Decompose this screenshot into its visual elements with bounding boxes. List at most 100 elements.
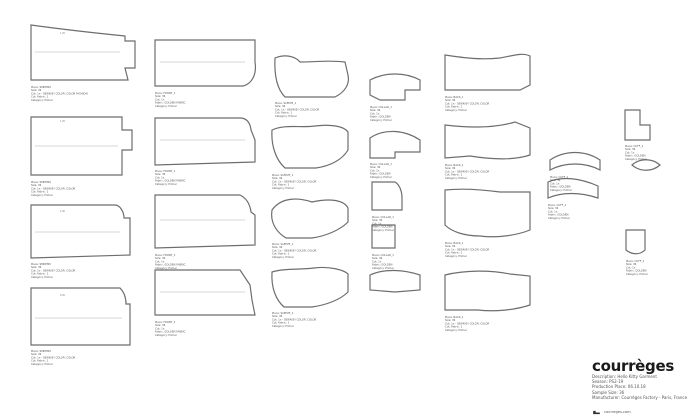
piece-detail: Size: 36	[155, 323, 166, 327]
pattern-piece: 1.00	[30, 204, 131, 259]
piece-detail: Category: Primer	[272, 255, 295, 259]
piece-detail: Cut: 1x	[370, 111, 380, 115]
piece-detail: Size: 36	[626, 262, 637, 266]
piece-detail: Fabric: GOLDEN	[370, 172, 391, 176]
piece-title: Piece: SLEEVE_1	[272, 311, 294, 315]
piece-title: Piece: CUFF_1	[548, 203, 567, 207]
piece-detail: Size: 36	[155, 256, 166, 260]
pattern-piece: 1.25	[30, 24, 136, 81]
pattern-piece	[444, 188, 531, 238]
piece-detail: Cut: 1x - SEWN BY COLOR: COLOR	[272, 179, 317, 183]
pattern-piece	[444, 270, 531, 312]
piece-detail: Cut: 1x - SEWN BY COLOR: COLOR	[272, 317, 317, 321]
piece-title: Piece: CUFF_1	[625, 144, 644, 148]
piece-title: Piece: BACK_1	[445, 163, 464, 167]
piece-detail: Cut: 1x	[155, 175, 165, 179]
piece-detail: Cut: 1x	[550, 181, 560, 185]
piece-title: Piece: COLLAR_1	[372, 253, 394, 257]
piece-detail: Category: Primer	[31, 362, 54, 366]
piece-detail: Category: Primer	[155, 182, 178, 186]
piece-title: Piece: BACK_1	[445, 241, 464, 245]
piece-title: Piece: FRONT_1	[155, 91, 176, 95]
piece-detail: Category: Primer	[372, 228, 395, 232]
piece-detail: Cut: 1x	[370, 168, 380, 172]
piece-detail: Category: Primer	[272, 186, 295, 190]
piece-title: Piece: 9MDPM0	[31, 349, 51, 353]
piece-detail: Category: Primer	[31, 275, 54, 279]
pattern-piece	[624, 109, 651, 141]
pattern-piece	[154, 39, 257, 87]
piece-title: Piece: SLEEVE_1	[272, 242, 294, 246]
piece-detail: Category: Primer	[370, 175, 393, 179]
piece-detail: Size: 36	[370, 108, 381, 112]
pattern-piece	[369, 130, 421, 159]
pattern-piece	[271, 124, 349, 169]
piece-detail: Category: Primer	[155, 333, 178, 337]
piece-detail: Cut: 1x	[372, 221, 382, 225]
piece-detail: Size: 36	[548, 206, 559, 210]
piece-title: Piece: FRONT_1	[155, 169, 176, 173]
courreges-logo-icon	[593, 410, 600, 414]
piece-detail: Cut: 1x - SEWN BY COLOR: COLOR	[31, 268, 76, 272]
piece-detail: Size: 36	[272, 314, 283, 318]
piece-detail: Cut: 1x	[625, 150, 635, 154]
pattern-piece	[369, 73, 421, 101]
piece-detail: Cut: 1x	[155, 326, 165, 330]
piece-detail: Size: 36	[155, 94, 166, 98]
brand-block: courrèges Description: Hello Kitty Garme…	[592, 358, 692, 400]
svg-text:0.50: 0.50	[60, 294, 65, 297]
piece-detail: Fabric: GOLDEN	[625, 154, 646, 158]
piece-detail: Cut: 1x - SEWN BY COLOR: COLOR	[445, 101, 490, 105]
piece-title: Piece: 9MDPM0	[31, 180, 51, 184]
piece-detail: Size: 36	[625, 147, 636, 151]
piece-detail: Cut: 1x	[155, 97, 165, 101]
piece-detail: Cut: 1x	[626, 265, 636, 269]
svg-text:1.25: 1.25	[60, 32, 65, 35]
pattern-piece	[631, 159, 661, 171]
piece-detail: Cut: 1x - SEWN BY COLOR: COLOR	[272, 248, 317, 252]
piece-detail: Size: 36	[445, 98, 456, 102]
piece-detail: Category: Primer	[445, 328, 468, 332]
piece-title: Piece: COLLAR_1	[370, 162, 392, 166]
piece-detail: Category: Primer	[155, 104, 178, 108]
piece-detail: Category: Primer	[31, 98, 54, 102]
pattern-piece	[369, 269, 421, 293]
piece-detail: Cut: 1x - SEWN BY COLOR: COLOR FASHION	[31, 91, 88, 95]
piece-detail: Cut: 1x	[155, 259, 165, 263]
piece-title: Piece: COLLAR_1	[372, 215, 394, 219]
piece-detail: Size: 36	[372, 218, 383, 222]
piece-detail: Cut: Fabric: 1	[272, 321, 290, 325]
website-link[interactable]: courreges.com	[604, 410, 631, 414]
piece-detail: Category: Primer	[445, 254, 468, 258]
piece-detail: Cut: 1x - SEWN BY COLOR: COLOR	[445, 169, 490, 173]
piece-detail: Size: 36	[370, 165, 381, 169]
piece-detail: Size: 36	[31, 265, 42, 269]
piece-detail: Size: 36	[372, 256, 383, 260]
piece-detail: Cut: Fabric: 1	[445, 173, 463, 177]
piece-title: Piece: FRONT_1	[155, 320, 176, 324]
pattern-piece	[154, 194, 256, 249]
piece-title: Piece: SLEEVE_1	[275, 101, 297, 105]
piece-detail: Cut: Fabric: 1	[31, 272, 49, 276]
piece-title: Piece: BACK_1	[445, 95, 464, 99]
